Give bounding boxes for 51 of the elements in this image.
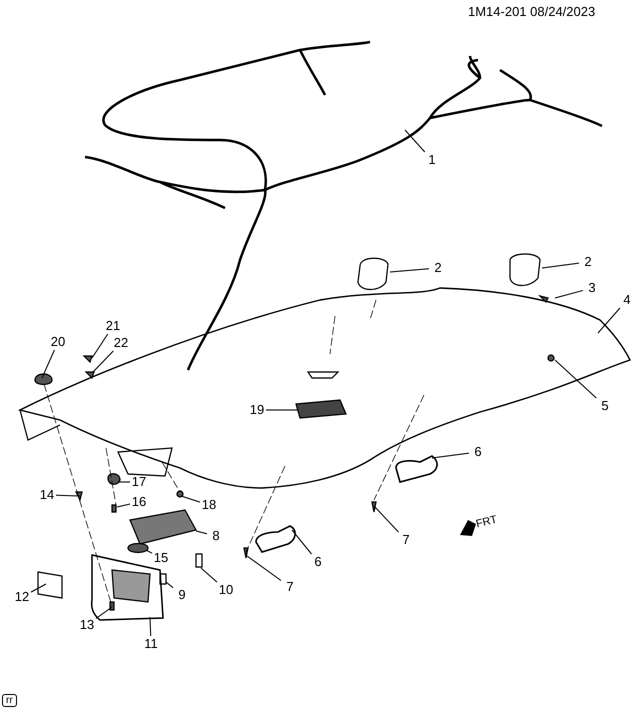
leader-line <box>246 556 282 581</box>
callout-number: 13 <box>79 618 95 632</box>
callout-number: 7 <box>398 533 414 547</box>
leader-line <box>42 350 55 378</box>
leader-line <box>390 268 430 272</box>
direction-label: FRT <box>474 514 498 530</box>
callout-number: 11 <box>143 637 159 651</box>
leader-line <box>166 582 174 588</box>
callout-number: 18 <box>201 498 217 512</box>
callout-number: 2 <box>580 255 596 269</box>
callout-number: 3 <box>584 281 600 295</box>
leader-line <box>56 494 80 496</box>
leader-line <box>92 334 108 358</box>
leader-line <box>542 262 580 268</box>
callout-number: 17 <box>131 475 147 489</box>
callout-number: 2 <box>430 261 446 275</box>
callout-number: 5 <box>597 399 613 413</box>
leader-line <box>196 530 208 534</box>
leader-line <box>146 550 152 554</box>
leader-line <box>150 616 152 636</box>
callout-number: 4 <box>619 293 635 307</box>
callout-number: 22 <box>113 336 129 350</box>
leader-line <box>30 584 46 593</box>
callout-number: 6 <box>470 445 486 459</box>
callout-number: 1 <box>424 153 440 167</box>
callout-number: 9 <box>174 588 190 602</box>
callout-number: 8 <box>208 529 224 543</box>
leader-line <box>404 130 426 152</box>
leader-line <box>432 452 470 458</box>
callout-number: 12 <box>14 590 30 604</box>
leader-line <box>554 290 584 298</box>
drawing-number: 1M14-201 08/24/2023 <box>468 4 596 19</box>
callout-number: 7 <box>282 580 298 594</box>
callout-number: 14 <box>39 488 55 502</box>
callout-number: 6 <box>310 555 326 569</box>
leader-line <box>554 360 597 398</box>
callout-number: 15 <box>153 551 169 565</box>
leader-line <box>180 496 200 503</box>
callout-number: 10 <box>218 583 234 597</box>
callout-number: 16 <box>131 495 147 509</box>
leader-line <box>200 568 218 583</box>
leader-line <box>374 506 399 532</box>
callout-number: 19 <box>249 403 265 417</box>
leader-line <box>292 530 312 554</box>
callout-number: 21 <box>105 319 121 333</box>
callout-number: 20 <box>50 335 66 349</box>
leader-line <box>116 504 130 508</box>
code-label: rr <box>2 694 17 707</box>
leader-line <box>598 308 620 334</box>
leader-line <box>92 350 114 372</box>
leader-line <box>96 606 112 620</box>
